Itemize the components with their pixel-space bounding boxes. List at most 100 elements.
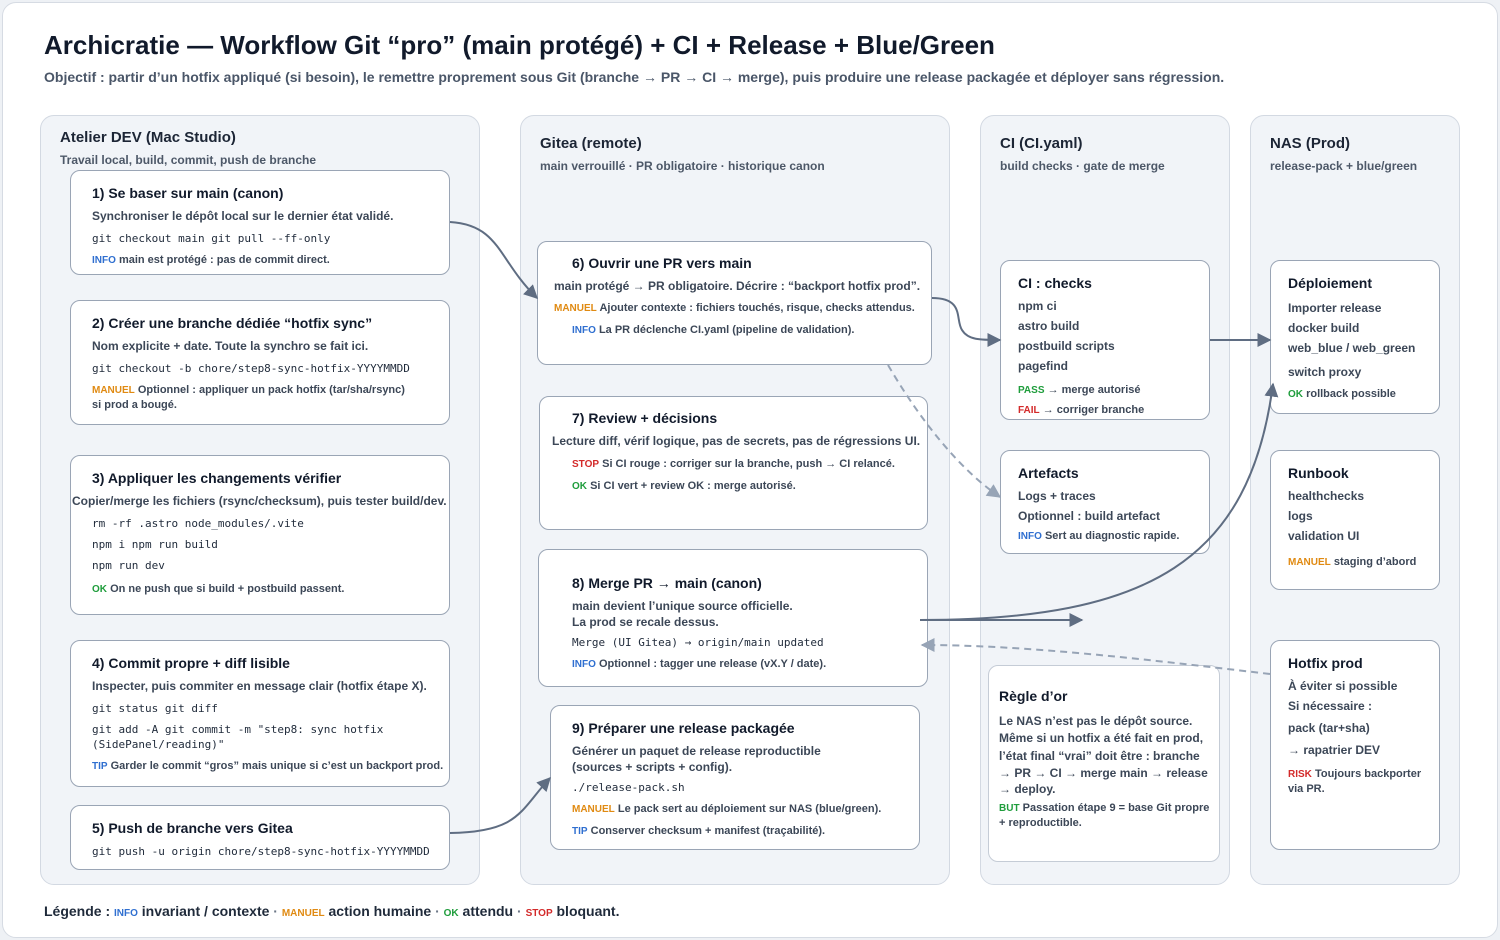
runbook-item: validation UI xyxy=(1288,529,1360,543)
legend-stop-tag: STOP xyxy=(525,908,553,919)
step-3-code-2: npm i npm run build xyxy=(92,538,218,551)
artefact-note: INFO Sert au diagnostic rapide. xyxy=(1018,529,1179,544)
risk-tag: RISK xyxy=(1288,769,1312,780)
step-8-note-text: Optionnel : tagger une release (vX.Y / d… xyxy=(598,658,827,670)
runbook-item: healthchecks xyxy=(1288,489,1365,503)
lane-nas-subtitle: release-pack + blue/green xyxy=(1270,159,1418,173)
step-6-note-2: INFO La PR déclenche CI.yaml (pipeline d… xyxy=(572,323,854,338)
lane-ci-title: CI (CI.yaml) xyxy=(1000,135,1083,152)
step-2-note-cont: si prod a bougé. xyxy=(92,399,177,411)
page-subtitle: Objectif : partir d’un hotfix appliqué (… xyxy=(44,69,1225,85)
ci-fail-note: FAIL → corriger branche xyxy=(1018,403,1144,418)
step-1-note-text: main est protégé : pas de commit direct. xyxy=(118,254,330,266)
legend-info-text: invariant / contexte xyxy=(141,903,270,919)
step-8-text-1: main devient l’unique source officielle. xyxy=(572,599,793,613)
step-9-title: 9) Préparer une release packagée xyxy=(572,720,795,736)
step-7-note-1-text: Si CI rouge : corriger sur la branche, p… xyxy=(602,458,895,470)
step-2-title: 2) Créer une branche dédiée “hotfix sync… xyxy=(92,315,373,331)
artefact-note-text: Sert au diagnostic rapide. xyxy=(1044,530,1180,542)
golden-rule-line: → PR → CI → merge main → release xyxy=(999,766,1208,780)
step-4-card xyxy=(70,640,450,787)
golden-rule-line: l’état final “vrai” doit être : branche xyxy=(999,749,1200,763)
hotfix-item: Si nécessaire : xyxy=(1288,699,1373,713)
step-3-code-3: npm run dev xyxy=(92,559,165,572)
lane-gitea-title: Gitea (remote) xyxy=(540,135,642,152)
hotfix-note-cont: via PR. xyxy=(1288,783,1325,795)
step-2-code: git checkout -b chore/step8-sync-hotfix-… xyxy=(92,362,410,375)
nas-deploy-title: Déploiement xyxy=(1288,275,1373,291)
ok-tag: OK xyxy=(1288,389,1303,400)
legend-separator: · xyxy=(273,903,278,919)
deploy-note: OK rollback possible xyxy=(1288,387,1396,402)
step-6-note-2-text: La PR déclenche CI.yaml (pipeline de val… xyxy=(598,324,855,336)
step-9-text-2: (sources + scripts + config). xyxy=(572,760,733,774)
manuel-tag: MANUEL xyxy=(554,303,597,314)
step-5-card xyxy=(70,805,450,870)
manuel-tag: MANUEL xyxy=(572,804,615,815)
legend-separator: · xyxy=(435,903,440,919)
step-2-note: MANUEL Optionnel : appliquer un pack hot… xyxy=(92,383,405,398)
lane-ci-subtitle: build checks · gate de merge xyxy=(1000,159,1165,173)
step-7-text: Lecture diff, vérif logique, pas de secr… xyxy=(552,434,921,448)
golden-rule-line: → deploy. xyxy=(999,782,1056,796)
hotfix-item: pack (tar+sha) xyxy=(1288,721,1370,735)
nas-hotfix-card xyxy=(1270,640,1440,850)
step-1-code: git checkout main git pull --ff-only xyxy=(92,232,331,245)
step-4-title: 4) Commit propre + diff lisible xyxy=(92,655,290,671)
golden-rule-note-text: Passation étape 9 = base Git propre xyxy=(1022,802,1210,814)
step-3-text: Copier/merge les fichiers (rsync/checksu… xyxy=(72,494,447,508)
step-1-title: 1) Se baser sur main (canon) xyxy=(92,185,284,201)
legend-separator: · xyxy=(517,903,522,919)
lane-dev-title: Atelier DEV (Mac Studio) xyxy=(60,129,236,146)
step-3-title: 3) Appliquer les changements vérifier xyxy=(92,470,342,486)
tip-tag: TIP xyxy=(572,826,588,837)
deploy-item: switch proxy xyxy=(1288,365,1362,379)
legend-manuel-text: action humaine xyxy=(328,903,432,919)
golden-rule-note: BUT Passation étape 9 = base Git propre xyxy=(999,801,1209,816)
runbook-note: MANUEL staging d’abord xyxy=(1288,555,1416,570)
but-tag: BUT xyxy=(999,803,1020,814)
step-8-text-2: La prod se recale dessus. xyxy=(572,615,719,629)
deploy-item: web_blue / web_green xyxy=(1288,341,1416,355)
step-6-text: main protégé → PR obligatoire. Décrire :… xyxy=(554,279,921,293)
ok-tag: OK xyxy=(92,584,107,595)
ci-fail-text: → corriger branche xyxy=(1042,404,1145,416)
step-8-code: Merge (UI Gitea) → origin/main updated xyxy=(572,636,824,649)
step-6-title: 6) Ouvrir une PR vers main xyxy=(572,255,752,271)
lane-nas-title: NAS (Prod) xyxy=(1270,135,1350,152)
legend-manuel-tag: MANUEL xyxy=(281,908,325,919)
step-2-note-text: Optionnel : appliquer un pack hotfix (ta… xyxy=(137,384,405,396)
info-tag: INFO xyxy=(572,325,596,336)
manuel-tag: MANUEL xyxy=(92,385,135,396)
legend: Légende : INFO invariant / contexte · MA… xyxy=(44,903,620,919)
step-8-card xyxy=(538,549,928,687)
legend-ok-tag: OK xyxy=(443,908,459,919)
step-8-note: INFO Optionnel : tagger une release (vX.… xyxy=(572,657,826,672)
stop-tag: STOP xyxy=(572,459,600,470)
step-8-title: 8) Merge PR → main (canon) xyxy=(572,575,762,591)
lane-dev-subtitle: Travail local, build, commit, push de br… xyxy=(60,153,317,167)
manuel-tag: MANUEL xyxy=(1288,557,1331,568)
step-3-card xyxy=(70,455,450,615)
ci-checks-title: CI : checks xyxy=(1018,275,1092,291)
step-9-note-2: TIP Conserver checksum + manifest (traça… xyxy=(572,824,825,839)
ci-check-item: postbuild scripts xyxy=(1018,339,1115,353)
pass-tag: PASS xyxy=(1018,385,1045,396)
nas-hotfix-title: Hotfix prod xyxy=(1288,655,1363,671)
step-9-note-2-text: Conserver checksum + manifest (traçabili… xyxy=(590,825,826,837)
nas-runbook-title: Runbook xyxy=(1288,465,1349,481)
deploy-note-text: rollback possible xyxy=(1306,388,1396,400)
step-4-text: Inspecter, puis commiter en message clai… xyxy=(92,679,427,693)
step-5-title: 5) Push de branche vers Gitea xyxy=(92,820,293,836)
hotfix-note-text: Toujours backporter xyxy=(1314,768,1422,780)
deploy-item: docker build xyxy=(1288,321,1360,335)
step-9-note-1: MANUEL Le pack sert au déploiement sur N… xyxy=(572,802,881,817)
info-tag: INFO xyxy=(572,659,596,670)
ok-tag: OK xyxy=(572,481,587,492)
step-7-note-2: OK Si CI vert + review OK : merge autori… xyxy=(572,479,796,494)
artefact-item: Optionnel : build artefact xyxy=(1018,509,1161,523)
step-4-code-1: git status git diff xyxy=(92,702,218,715)
golden-rule-note-cont: + reproductible. xyxy=(999,817,1082,829)
legend-info-tag: INFO xyxy=(114,908,138,919)
legend-stop-text: bloquant. xyxy=(556,903,620,919)
